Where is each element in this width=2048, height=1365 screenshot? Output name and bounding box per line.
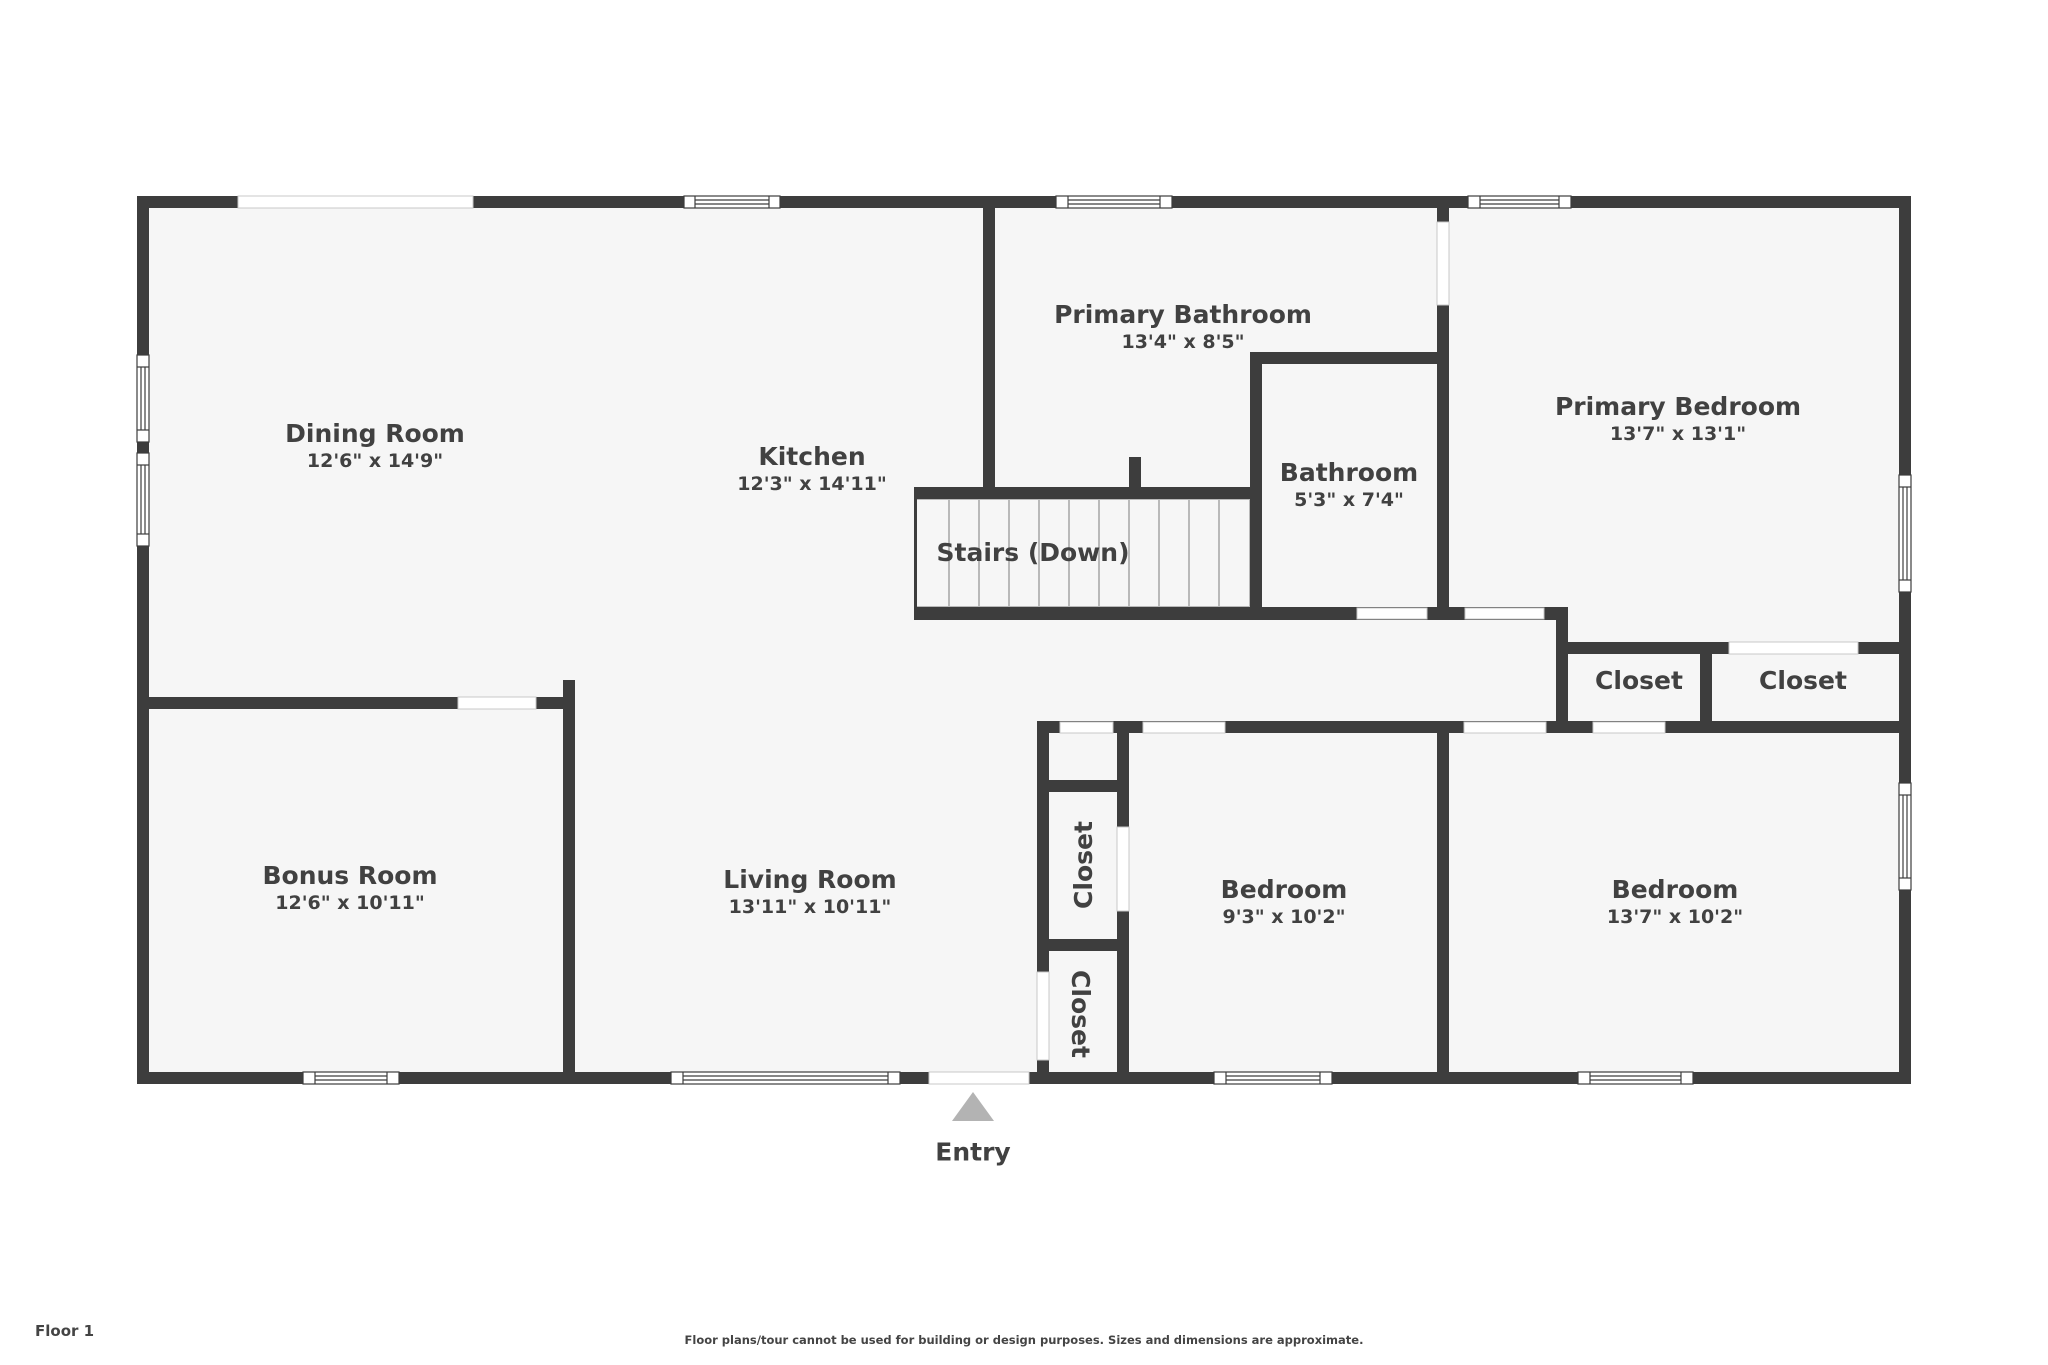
closet-b-door xyxy=(1728,641,1859,655)
bedroom-2-door xyxy=(1463,721,1547,734)
stair-treads xyxy=(915,498,1251,608)
closet-c-side-door xyxy=(1116,826,1130,912)
closet-d-door xyxy=(1036,971,1050,1061)
bathroom-door xyxy=(1356,607,1428,620)
window-icon xyxy=(302,1071,400,1085)
entry-door xyxy=(928,1071,1030,1085)
window-icon xyxy=(683,195,781,209)
bonus-room-door xyxy=(457,696,537,710)
dining-opening-top xyxy=(237,195,474,209)
floor-label: Floor 1 xyxy=(35,1322,95,1340)
window-icon xyxy=(1467,195,1572,209)
window-icon xyxy=(670,1071,901,1085)
window-icon xyxy=(1213,1071,1333,1085)
closet-c-top-door xyxy=(1059,721,1114,734)
floor-area xyxy=(137,196,1911,1084)
entry-label: Entry xyxy=(935,1137,1011,1167)
entry-arrow-icon xyxy=(952,1092,994,1121)
primary-bedroom-door xyxy=(1464,607,1545,620)
disclaimer: Floor plans/tour cannot be used for buil… xyxy=(684,1333,1364,1347)
window-icon xyxy=(1577,1071,1694,1085)
openings xyxy=(237,195,1859,1085)
window-icon xyxy=(1055,195,1173,209)
window-icon xyxy=(1898,474,1912,593)
primary-bath-doorway xyxy=(1436,221,1450,306)
window-icon xyxy=(1898,782,1912,891)
bedroom-1-door xyxy=(1142,721,1226,734)
window-icon xyxy=(136,452,150,547)
closet-a-door xyxy=(1592,721,1666,734)
window-icon xyxy=(136,354,150,443)
windows xyxy=(136,195,1912,1085)
